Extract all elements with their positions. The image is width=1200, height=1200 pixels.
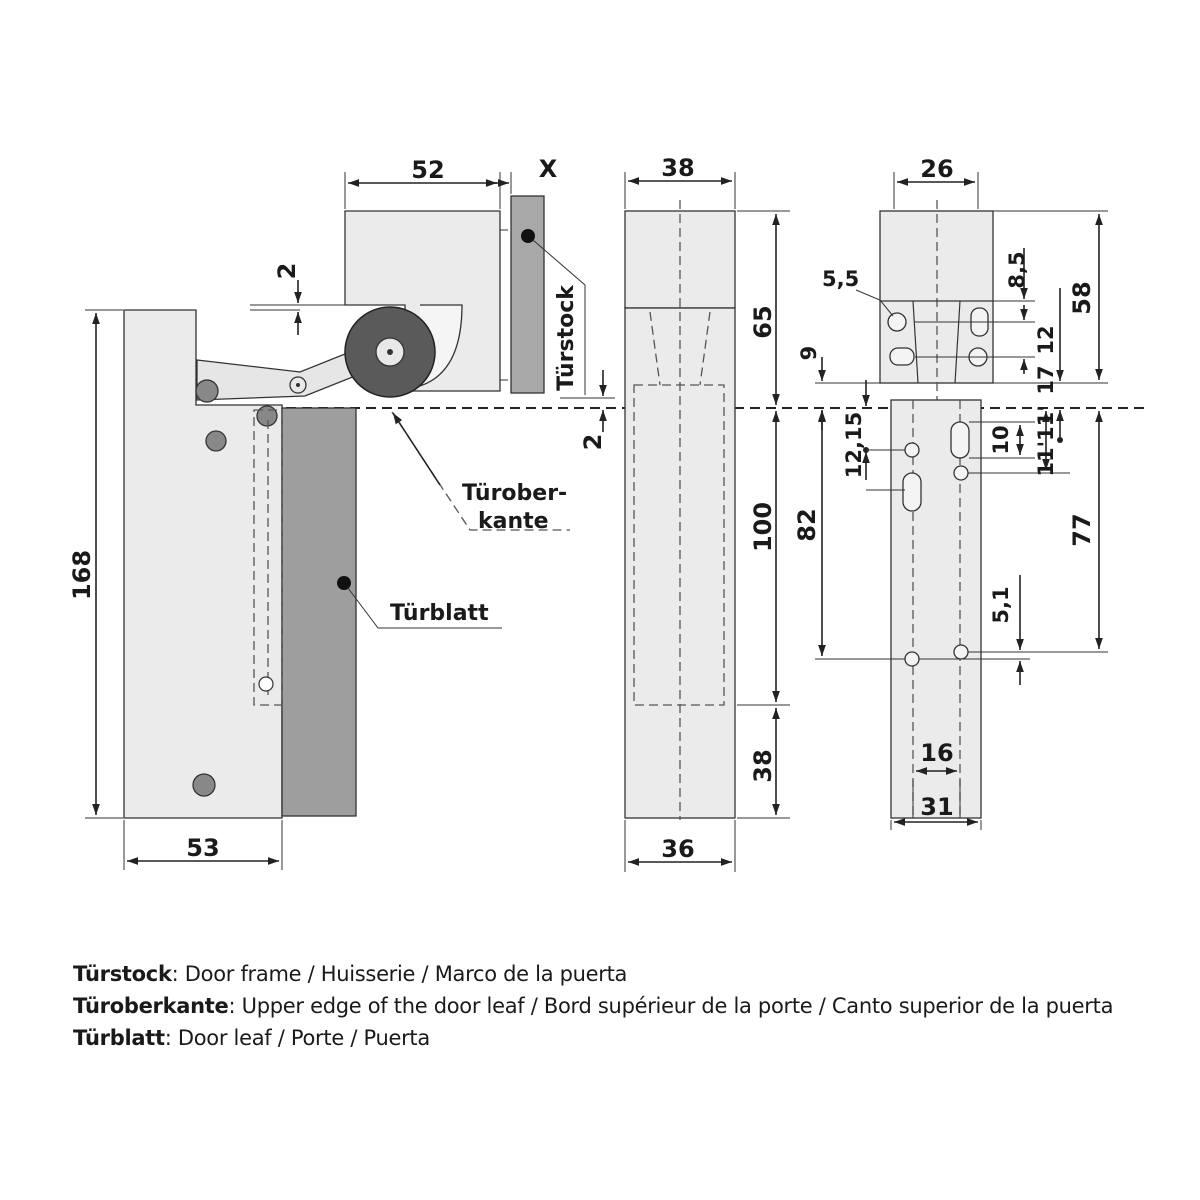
right-view: 26 5,5 8,5 12 58 17 9 12,15 (793, 155, 1108, 830)
door-frame-marker (521, 229, 535, 243)
legend-row-tuerstock: Türstock: Door frame / Huisserie / Marco… (73, 962, 628, 986)
dimension-12: 12 (1034, 325, 1058, 354)
dimension-38-top: 38 (661, 154, 694, 182)
screw-icon (205, 430, 227, 452)
door-leaf-marker (337, 576, 351, 590)
dimension-52: 52 (411, 156, 444, 184)
door-leaf (281, 407, 357, 817)
label-tueroberkante-1: Türober- (462, 481, 567, 506)
dimension-11-11: 11'11' (1034, 405, 1058, 476)
dimension-10: 10 (989, 425, 1013, 454)
legend-row-tueroberkante: Türoberkante: Upper edge of the door lea… (73, 994, 1114, 1018)
dimension-9: 9 (797, 346, 821, 361)
dimension-38-side: 38 (749, 749, 777, 782)
dimension-58: 58 (1068, 281, 1096, 314)
dimension-31: 31 (920, 793, 953, 821)
label-tuerblatt: Türblatt (390, 601, 489, 626)
dimension-82: 82 (793, 508, 821, 541)
side-view: 52 X 2 2 168 53 Türstock Türober- kante (68, 155, 615, 870)
legend: Türstock: Door frame / Huisserie / Marco… (73, 958, 1173, 1054)
mounting-plate (123, 309, 283, 819)
dimension-2-lower: 2 (579, 434, 607, 451)
dimension-77: 77 (1068, 513, 1096, 546)
dimension-168: 168 (68, 550, 96, 600)
dimension-8-5: 8,5 (1005, 251, 1029, 288)
dimension-100: 100 (749, 502, 777, 552)
screw-icon (256, 405, 278, 427)
dimension-53: 53 (186, 834, 219, 862)
screw-icon (195, 379, 219, 403)
dimension-12-15: 12,15 (842, 412, 866, 478)
dimension-2-upper: 2 (273, 263, 301, 280)
label-tueroberkante-2: kante (478, 509, 549, 534)
screw-icon (192, 773, 216, 797)
dimension-5-1: 5,1 (989, 586, 1013, 623)
dimension-36: 36 (661, 835, 694, 863)
lower-bracket (890, 399, 982, 819)
dimension-x: X (539, 155, 558, 183)
front-view: 38 36 65 100 38 (624, 154, 790, 872)
dimension-26: 26 (920, 155, 953, 183)
door-frame (510, 195, 545, 394)
dimension-16: 16 (920, 739, 953, 767)
legend-row-tuerblatt: Türblatt: Door leaf / Porte / Puerta (73, 1026, 430, 1050)
dimension-65: 65 (749, 305, 777, 338)
dimension-17: 17 (1034, 365, 1058, 394)
label-tuerstock: Türstock (554, 284, 579, 391)
dimension-5-5: 5,5 (822, 267, 859, 291)
